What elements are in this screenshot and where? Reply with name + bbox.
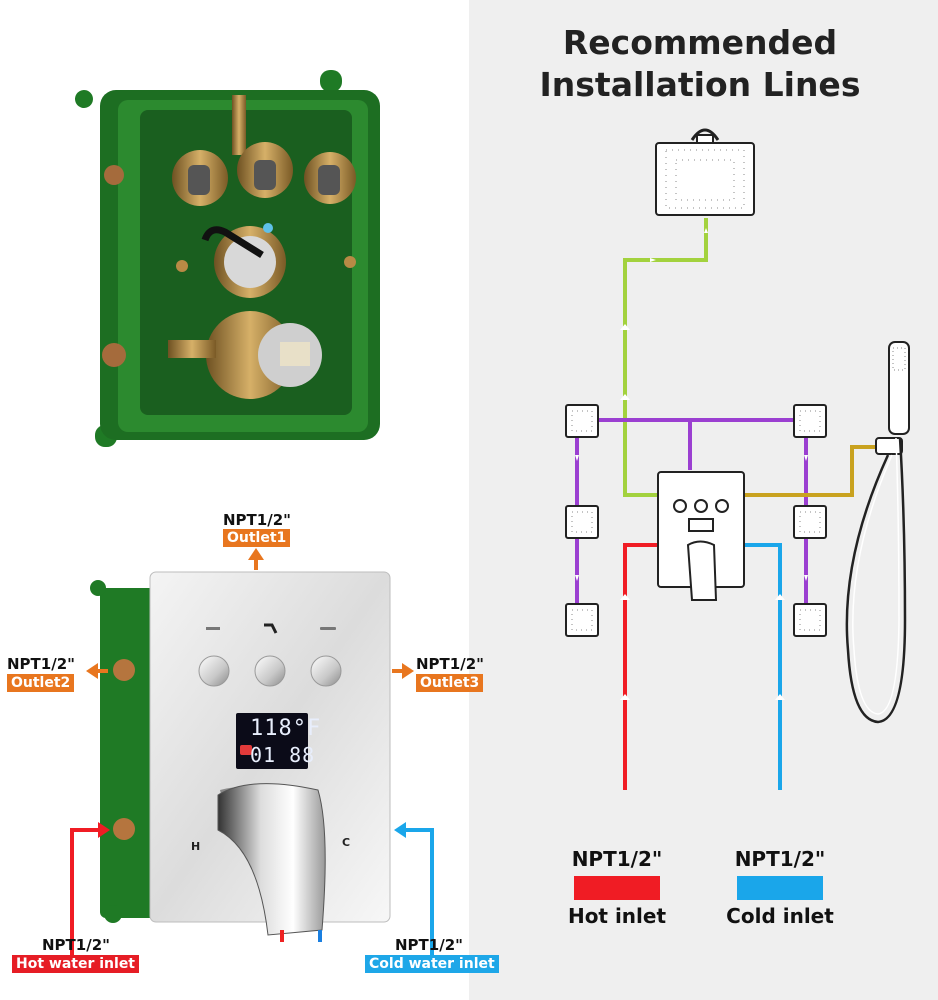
legend-hot-npt: NPT1/2" xyxy=(571,847,663,871)
body-jet xyxy=(793,603,827,637)
shower-valve-trim xyxy=(90,571,391,942)
valve-trim-schematic xyxy=(657,471,745,601)
outlet3-button[interactable] xyxy=(310,655,342,687)
hot-mark: H xyxy=(191,840,201,853)
cold-water-inlet-tag: Cold water inlet xyxy=(365,955,499,973)
cold-mark: C xyxy=(342,836,351,849)
display-temperature: 118°F xyxy=(250,716,322,741)
handheld-shower xyxy=(845,341,910,724)
outlet3-tag: Outlet3 xyxy=(416,674,484,692)
body-jet xyxy=(565,404,599,438)
outlet-arrows xyxy=(86,548,414,679)
rain-shower-head xyxy=(655,128,755,216)
rough-in-valve-box xyxy=(75,70,380,447)
legend-hot-label: Hot inlet xyxy=(567,904,667,928)
hot-inlet-arrow xyxy=(70,822,110,955)
cold-water-inlet-npt: NPT1/2" xyxy=(395,936,463,954)
hot-water-inlet-tag: Hot water inlet xyxy=(12,955,139,973)
outlet3-npt: NPT1/2" xyxy=(416,655,484,673)
outlet1-npt: NPT1/2" xyxy=(223,511,291,529)
outlet2-tag: Outlet2 xyxy=(7,674,75,692)
cold-inlet-swatch xyxy=(737,876,823,900)
hot-water-inlet-npt: NPT1/2" xyxy=(42,936,110,954)
temperature-handle[interactable] xyxy=(217,783,326,936)
cold-inlet-arrow xyxy=(394,822,434,955)
outlet2-npt: NPT1/2" xyxy=(7,655,75,673)
digital-display xyxy=(236,713,308,769)
body-jet xyxy=(565,603,599,637)
outlet-icons xyxy=(206,623,336,634)
outlet1-button[interactable] xyxy=(198,655,230,687)
installation-diagram xyxy=(565,128,910,900)
outlet1-tag: Outlet1 xyxy=(223,529,291,547)
body-jet xyxy=(565,505,599,539)
display-timer: 01 88 xyxy=(250,743,316,767)
outlet2-button[interactable] xyxy=(254,655,286,687)
legend-cold-npt: NPT1/2" xyxy=(734,847,826,871)
legend-cold-label: Cold inlet xyxy=(726,904,834,928)
body-jet xyxy=(793,505,827,539)
body-jet xyxy=(793,404,827,438)
page-title: Recommended Installation Lines xyxy=(539,23,861,104)
hot-inlet-swatch xyxy=(574,876,660,900)
